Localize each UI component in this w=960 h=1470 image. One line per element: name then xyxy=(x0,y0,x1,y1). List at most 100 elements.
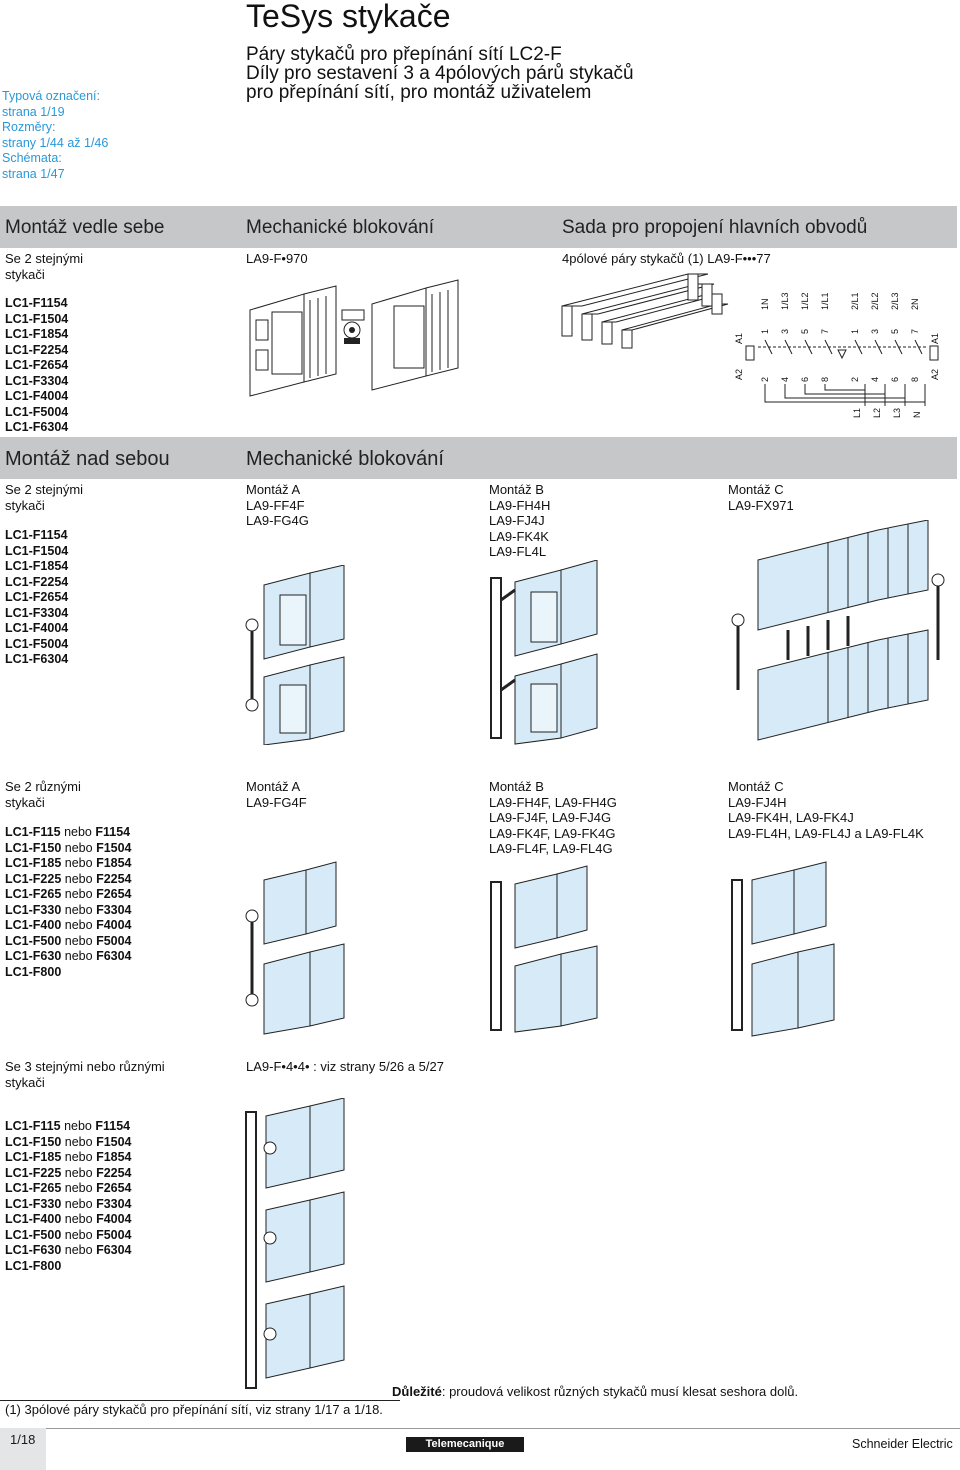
list-item: LC1-F150 nebo F1504 xyxy=(5,1134,132,1149)
wiring-diagram: A1 A2 A1 A2 1 3 5 7 1 3 5 7 1N 1/L3 1/L2… xyxy=(734,292,940,418)
list-item: LC1-F4004 xyxy=(5,389,69,403)
diagram-label: 3 xyxy=(780,329,790,334)
ref-line[interactable]: strany 1/44 až 1/46 xyxy=(2,135,109,150)
contactor-upper xyxy=(514,560,598,657)
list-item: LC1-F185 nebo F1854 xyxy=(5,1150,132,1164)
contactor-right xyxy=(371,279,459,391)
interlock-lever xyxy=(490,577,516,739)
contactor-upper xyxy=(263,565,345,660)
important-text: : proudová velikost různých stykačů musí… xyxy=(441,1384,799,1399)
section4-description: Se 3 stejnými nebo různými stykači xyxy=(5,1059,165,1090)
ref-item: LA9-FH4F, LA9-FH4G xyxy=(489,794,617,810)
page-title: TeSys stykače xyxy=(246,0,451,34)
diagram-label: 8 xyxy=(910,377,920,382)
section4-reference[interactable]: LA9-F•4•4• : viz strany 5/26 a 5/27 xyxy=(246,1059,444,1074)
diagram-label: 1N xyxy=(760,298,770,310)
diagram-label: 3 xyxy=(870,329,880,334)
list-item: LC1-F400 nebo F4004 xyxy=(5,918,132,932)
diagram-label: A2 xyxy=(734,369,744,380)
interconnection-links xyxy=(786,616,850,660)
diagram-label: 4 xyxy=(780,377,790,382)
ref-line[interactable]: Schémata: xyxy=(2,151,62,165)
connection-bars-illustration xyxy=(561,273,729,349)
page-number-box: 1/18 xyxy=(0,1428,46,1470)
list-item: LC1-F265 nebo F2654 xyxy=(5,1181,132,1195)
montaz-a-block: Montáž A LA9-FF4F LA9-FG4G xyxy=(246,482,309,529)
diagram-label: 1/L1 xyxy=(820,292,830,310)
list-item: LC1-F1854 xyxy=(5,559,69,573)
diagram-label: 2 xyxy=(850,377,860,382)
different-pair-illustration-c xyxy=(731,861,835,1037)
different-pair-illustration-b xyxy=(490,865,598,1033)
footnote-divider xyxy=(0,1400,400,1401)
ref-item: LA9-FK4K xyxy=(489,528,549,544)
important-label: Důležité xyxy=(392,1384,442,1399)
diagram-label: 6 xyxy=(890,377,900,382)
contactor-lower xyxy=(514,653,598,745)
diagram-label: 7 xyxy=(910,329,920,334)
desc-line: stykači xyxy=(5,497,45,513)
contactor-list: LC1-F1154 LC1-F1504 LC1-F1854 LC1-F2254 … xyxy=(5,528,68,668)
list-item: LC1-F3304 xyxy=(5,373,69,388)
list-item: LC1-F1504 xyxy=(5,311,69,326)
side-by-side-pair-illustration xyxy=(249,279,459,397)
ref-item: LA9-FL4F, LA9-FL4G xyxy=(489,841,613,857)
diagram-label: A1 xyxy=(734,333,744,344)
header-stacked: Montáž nad sebou xyxy=(5,448,170,470)
diagram-label: L1 xyxy=(852,408,862,418)
header-side-by-side: Montáž vedle sebe xyxy=(5,217,165,238)
section1-description: Se 2 stejnými stykači xyxy=(5,251,83,282)
footnote: (1) 3pólové páry stykačů pro přepínání s… xyxy=(5,1402,383,1417)
ref-line[interactable]: Typová označení: xyxy=(2,89,100,103)
ref-item: LA9-FL4L xyxy=(489,544,547,560)
interlock-mechanism xyxy=(341,309,365,344)
diagram-label: 2/L2 xyxy=(870,292,880,310)
diagram-label: 2/L1 xyxy=(850,292,860,310)
ref-item: LA9-FH4H xyxy=(489,497,551,513)
diagram-label: 2 xyxy=(760,377,770,382)
contactor-lower xyxy=(757,629,929,741)
contactor-upper xyxy=(757,520,929,631)
list-item: LC1-F630 nebo F6304 xyxy=(5,1243,132,1257)
desc-line: Se 2 stejnými xyxy=(5,251,84,266)
ref-line[interactable]: strana 1/19 xyxy=(2,104,65,119)
header-mech-interlock: Mechanické blokování xyxy=(246,217,434,238)
montaz-b-block: Montáž B LA9-FH4F, LA9-FH4G LA9-FJ4F, LA… xyxy=(489,779,617,857)
list-item: LC1-F225 nebo F2254 xyxy=(5,871,132,886)
montaz-b-block: Montáž B LA9-FH4H LA9-FJ4J LA9-FK4K LA9-… xyxy=(489,482,550,560)
interlock-reference: LA9-F•970 xyxy=(246,251,308,266)
list-item: LC1-F3304 xyxy=(5,605,69,620)
ref-item: LA9-FJ4H xyxy=(728,794,787,810)
ref-line[interactable]: Rozměry: xyxy=(2,120,56,134)
montaz-label: Montáž B xyxy=(489,482,544,497)
list-item: LC1-F2254 xyxy=(5,574,69,589)
list-item: LC1-F330 nebo F3304 xyxy=(5,902,132,917)
triple-stack-illustration xyxy=(245,1098,345,1389)
section-header-band: Montáž nad sebou Mechanické blokování xyxy=(0,437,957,479)
montaz-c-block: Montáž C LA9-FX971 xyxy=(728,482,794,513)
list-item: LC1-F115 nebo F1154 xyxy=(5,825,131,839)
list-item: LC1-F1854 xyxy=(5,327,69,341)
montaz-label: Montáž A xyxy=(246,482,301,497)
stacked-pair-illustration-c xyxy=(731,520,945,741)
list-item: LC1-F5004 xyxy=(5,636,69,651)
contactor-list: LC1-F115 nebo F1154 LC1-F150 nebo F1504 … xyxy=(5,825,132,980)
stacked-pair-illustration-a xyxy=(245,565,345,745)
contactor-list: LC1-F1154 LC1-F1504 LC1-F1854 LC1-F2254 … xyxy=(5,296,68,436)
diagram-label: A2 xyxy=(930,369,940,380)
ref-item: LA9-FG4F xyxy=(246,794,307,810)
list-item: LC1-F1154 xyxy=(5,528,68,542)
telemecanique-logo: Telemecanique xyxy=(406,1437,524,1452)
brand-name: Schneider Electric xyxy=(852,1437,953,1451)
list-item: LC1-F800 xyxy=(5,1258,62,1273)
ref-line[interactable]: strana 1/47 xyxy=(2,166,65,181)
coil-symbol xyxy=(929,345,939,361)
kit-reference: 4pólové páry stykačů (1) LA9-F•••77 xyxy=(562,251,771,266)
header-mech-interlock: Mechanické blokování xyxy=(246,448,444,470)
montaz-a-block: Montáž A LA9-FG4F xyxy=(246,779,307,810)
list-item: LC1-F2654 xyxy=(5,358,69,372)
list-item: LC1-F1504 xyxy=(5,543,69,558)
montaz-label: Montáž C xyxy=(728,779,784,794)
list-item: LC1-F150 nebo F1504 xyxy=(5,840,132,855)
diagram-label: 2/L3 xyxy=(890,292,900,310)
